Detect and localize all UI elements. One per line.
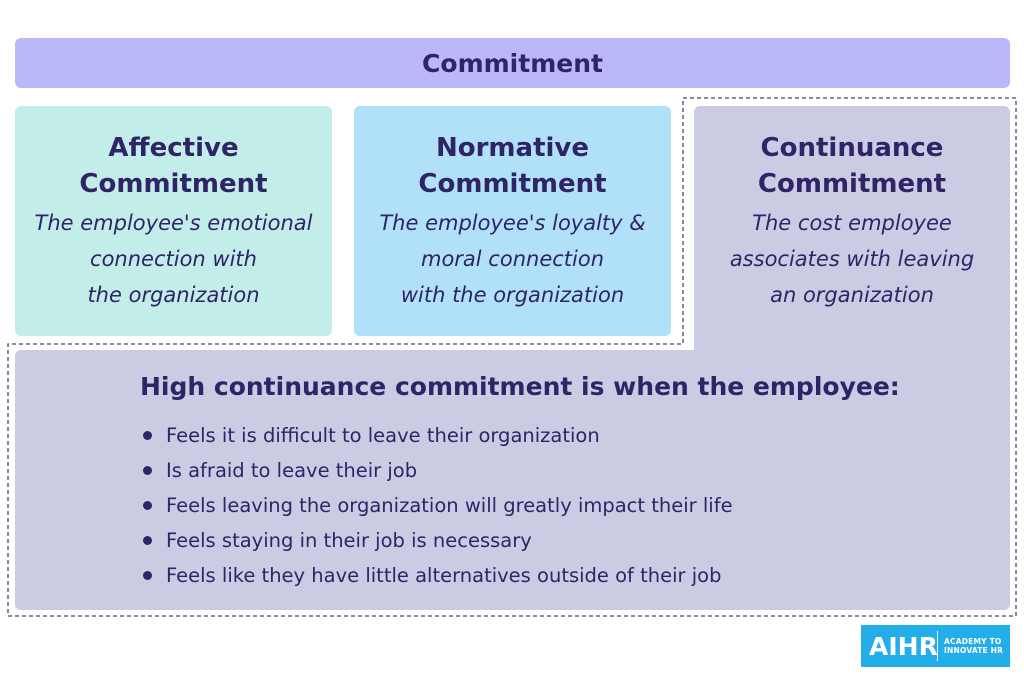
logo-tagline: ACADEMY TO INNOVATE HR: [944, 637, 1003, 655]
high-continuance-panel: High continuance commitment is when the …: [15, 350, 1010, 610]
card-description-line: The employee's emotional: [34, 211, 313, 235]
bullet-icon: [143, 501, 152, 510]
list-item: Feels like they have little alternatives…: [140, 558, 733, 593]
card-description-line: the organization: [87, 283, 260, 307]
commitment-header: Commitment: [15, 38, 1010, 88]
bullet-icon: [143, 466, 152, 475]
bullet-icon: [143, 571, 152, 580]
list-item-text: Feels like they have little alternatives…: [166, 564, 722, 587]
bullet-icon: [143, 536, 152, 545]
list-item: Feels it is difficult to leave their org…: [140, 418, 733, 453]
list-item: Is afraid to leave their job: [140, 453, 733, 488]
card-description-line: The employee's loyalty &: [379, 211, 646, 235]
logo-tagline-line: ACADEMY TO: [944, 637, 1002, 646]
card-description-line: connection with: [90, 247, 257, 271]
card-title: Normative Commitment: [354, 130, 671, 202]
bullet-list: Feels it is difficult to leave their org…: [140, 418, 733, 593]
header-title: Commitment: [422, 48, 603, 78]
bullet-icon: [143, 431, 152, 440]
logo-mark: AIHR: [869, 631, 938, 661]
card-title-line: Commitment: [79, 169, 268, 199]
card-description-line: an organization: [770, 283, 934, 307]
list-item-text: Is afraid to leave their job: [166, 459, 418, 482]
card-title-line: Normative: [435, 133, 589, 163]
panel-title: High continuance commitment is when the …: [140, 372, 900, 401]
card-description-line: The cost employee: [752, 211, 952, 235]
card-title-line: Commitment: [418, 169, 607, 199]
list-item-text: Feels it is difficult to leave their org…: [166, 424, 600, 447]
list-item-text: Feels staying in their job is necessary: [166, 529, 532, 552]
card-title-line: Affective: [108, 133, 239, 163]
card-description-line: with the organization: [400, 283, 625, 307]
card-description-line: associates with leaving: [729, 247, 975, 271]
logo-tagline-line: INNOVATE HR: [944, 646, 1004, 655]
aihr-logo: AIHR ACADEMY TO INNOVATE HR: [861, 625, 1010, 667]
affective-commitment-card: Affective Commitment The employee's emot…: [15, 106, 332, 336]
list-item: Feels staying in their job is necessary: [140, 523, 733, 558]
logo-divider: [937, 631, 938, 661]
card-description: The cost employee associates with leavin…: [694, 205, 1010, 313]
card-title-line: Commitment: [757, 169, 947, 199]
continuance-commitment-card: Continuance Commitment The cost employee…: [694, 106, 1010, 356]
card-description: The employee's loyalty & moral connectio…: [354, 205, 671, 313]
card-title: Affective Commitment: [15, 130, 332, 202]
card-description-line: moral connection: [420, 247, 605, 271]
card-title: Continuance Commitment: [694, 130, 1010, 202]
normative-commitment-card: Normative Commitment The employee's loya…: [354, 106, 671, 336]
card-description: The employee's emotional connection with…: [15, 205, 332, 313]
list-item: Feels leaving the organization will grea…: [140, 488, 733, 523]
card-title-line: Continuance: [760, 133, 944, 163]
list-item-text: Feels leaving the organization will grea…: [166, 494, 733, 517]
